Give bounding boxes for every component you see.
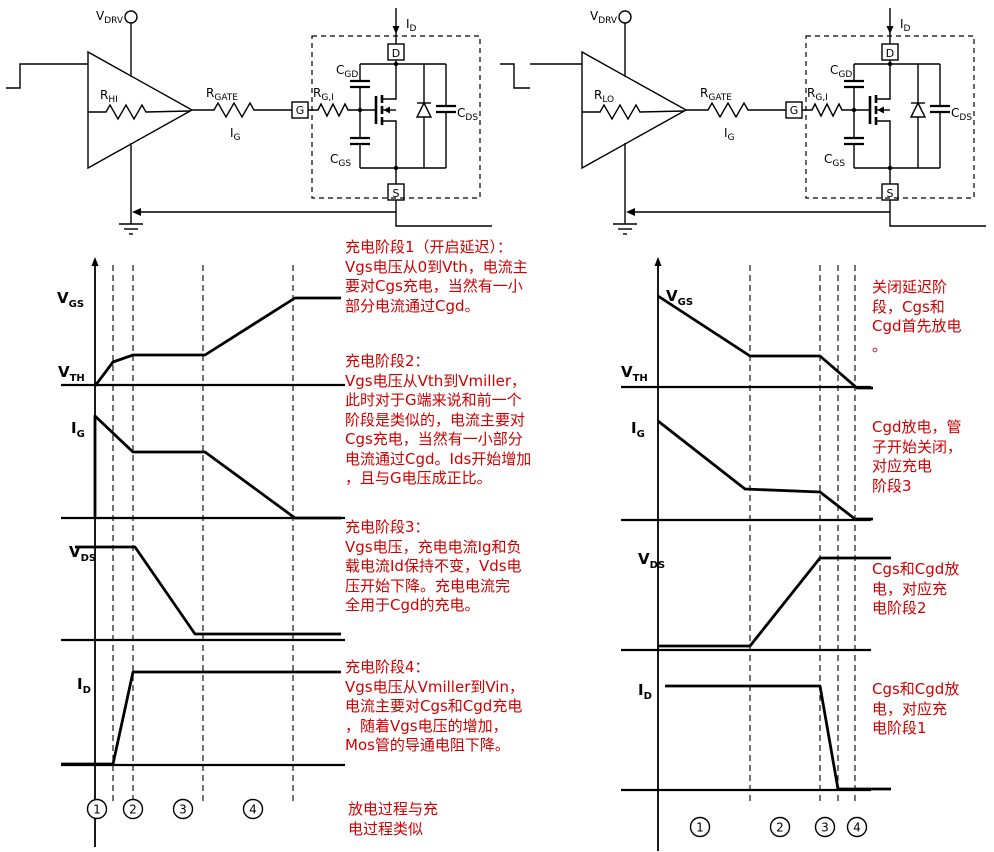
ig-axis-label: IG (631, 419, 645, 440)
vth-level-label: VTH (621, 363, 648, 384)
id-curve (665, 684, 891, 791)
vth-level-label: VTH (58, 363, 85, 384)
rlo-label: RLO (594, 88, 614, 105)
gate-node-label: G (296, 104, 305, 117)
cgs-label: CGS (330, 152, 351, 169)
vds-axis-label: VDS (638, 550, 665, 571)
vds-axis-label: VDS (69, 543, 96, 564)
turn-off-waveform-chart: VGS VTH IG VDS ID 1 2 3 4 (621, 257, 891, 851)
input-step-rising-icon (6, 63, 36, 89)
cgd-label: CGD (336, 63, 358, 80)
turn-off-circuit-diagram: VDRV RLO RGATE IG RG,I G D S ID CGD CGS … (500, 6, 988, 236)
phase-markers: 1 2 3 4 (689, 816, 868, 838)
phase-markers: 1 2 3 4 (86, 798, 264, 820)
axis-arrow-icon (91, 257, 99, 266)
rhi-label: RHI (100, 88, 118, 105)
cgd-label: CGD (830, 63, 852, 80)
ig-label: IG (230, 126, 241, 143)
axis-arrow-icon (654, 257, 662, 266)
svg-text:3: 3 (821, 821, 829, 835)
id-label: ID (406, 17, 417, 34)
turn-on-circuit-diagram: VDRV RHI RGATE IG RG,I G D S ID CGD CGS … (6, 6, 494, 236)
drain-node-label: D (886, 47, 894, 60)
ig-axis-label: IG (71, 419, 85, 440)
svg-text:2: 2 (776, 821, 784, 835)
vds-curve (658, 556, 891, 648)
source-node-label: S (887, 187, 894, 200)
ig-curve (93, 414, 341, 520)
id-curve (61, 670, 341, 766)
svg-text:1: 1 (93, 803, 101, 817)
vgs-axis-label: VGS (57, 289, 84, 310)
id-axis-label: ID (77, 675, 91, 696)
vdrv-label: VDRV (96, 9, 124, 26)
charge-phase-3-note: 充电阶段3： Vgs电压，充电电流Ig和负 载电流Id保持不变，Vds电 压开始… (345, 518, 522, 614)
discharge-summary-note: 放电过程与充 电过程类似 (348, 800, 439, 838)
vgs-axis-label: VGS (666, 287, 693, 308)
charge-phase-4-note: 充电阶段4： Vgs电压从Vmiller到Vin， 电流主要对Cgs和Cgd充电… (345, 658, 524, 754)
drain-node-label: D (392, 47, 400, 60)
svg-text:3: 3 (179, 803, 187, 817)
gate-node-label: G (790, 104, 799, 117)
ig-label: IG (724, 126, 735, 143)
cgs-label: CGS (824, 152, 845, 169)
rgate-label: RGATE (206, 86, 238, 103)
cds-label: CDS (457, 106, 478, 123)
svg-text:4: 4 (249, 803, 257, 817)
vdrv-label: VDRV (590, 9, 618, 26)
id-label: ID (900, 17, 911, 34)
svg-text:1: 1 (696, 821, 704, 835)
svg-text:4: 4 (853, 821, 861, 835)
source-node-label: S (393, 187, 400, 200)
svg-text:2: 2 (129, 803, 137, 817)
cgs-cgd-discharge-note-a: Cgs和Cgd放 电，对应充 电阶段2 (872, 560, 960, 617)
charge-phase-2-note: 充电阶段2： Vgs电压从Vth到Vmiller， 此时对于G端来说和前一个 阶… (345, 352, 532, 487)
rgate-label: RGATE (700, 86, 732, 103)
vds-curve (75, 545, 341, 636)
turnoff-delay-note: 关闭延迟阶 段，Cgs和 Cgd首先放电 。 (872, 278, 962, 355)
id-axis-label: ID (638, 681, 652, 702)
vgs-curve (93, 296, 341, 387)
ig-curve (657, 419, 873, 521)
turn-on-waveform-chart: VGS VTH IG VDS ID 1 2 3 4 (57, 257, 345, 847)
input-step-falling-icon (500, 63, 530, 89)
vgs-curve (657, 294, 873, 390)
rgi-label: RG,I (807, 86, 828, 103)
cds-label: CDS (951, 106, 972, 123)
cgs-cgd-discharge-note-b: Cgs和Cgd放 电，对应充 电阶段1 (872, 680, 960, 737)
charge-phase-1-note: 充电阶段1（开启延迟）： Vgs电压从0到Vth，电流主 要对Cgs充电，当然有… (345, 238, 528, 315)
cgd-discharge-note: Cgd放电，管 子开始关闭， 对应充电 阶段3 (872, 418, 963, 495)
rgi-label: RG,I (313, 86, 334, 103)
